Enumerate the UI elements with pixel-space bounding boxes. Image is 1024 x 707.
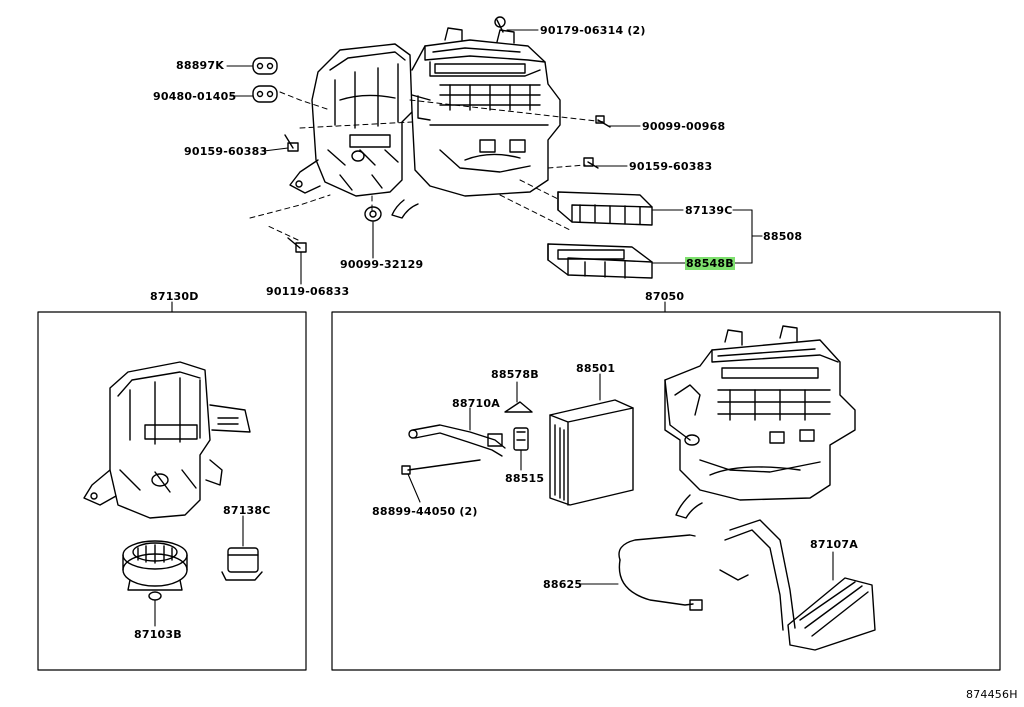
label-88897k: 88897K	[176, 59, 224, 72]
label-88899-44050: 88899-44050 (2)	[372, 505, 478, 518]
label-90480-01405: 90480-01405	[153, 90, 237, 103]
label-90099-00968: 90099-00968	[642, 120, 726, 133]
label-88710a: 88710A	[452, 397, 500, 410]
label-87138c: 87138C	[223, 504, 271, 517]
label-90159-60383-right: 90159-60383	[629, 160, 713, 173]
label-87050: 87050	[645, 290, 685, 303]
filter-drawings	[548, 192, 652, 278]
diagram-code: 874456H	[966, 688, 1018, 701]
box-87050	[332, 302, 1000, 670]
label-90119-06833: 90119-06833	[266, 285, 350, 298]
label-90099-32129: 90099-32129	[340, 258, 424, 271]
top-hvac-assembly-drawing	[250, 28, 605, 240]
label-87130d: 87130D	[150, 290, 199, 303]
label-90159-60383-left: 90159-60383	[184, 145, 268, 158]
top-hardware-drawings	[253, 17, 610, 252]
label-88515: 88515	[505, 472, 545, 485]
label-87103b: 87103B	[134, 628, 182, 641]
label-88625: 88625	[543, 578, 583, 591]
top-leader-lines	[227, 30, 762, 284]
label-87107a: 87107A	[810, 538, 858, 551]
label-88501: 88501	[576, 362, 616, 375]
label-90179-06314: 90179-06314 (2)	[540, 24, 646, 37]
label-88578b: 88578B	[491, 368, 539, 381]
label-88508: 88508	[763, 230, 803, 243]
label-87139c: 87139C	[685, 204, 733, 217]
label-88548b-highlighted[interactable]: 88548B	[685, 257, 735, 270]
box-87130d	[38, 302, 306, 670]
